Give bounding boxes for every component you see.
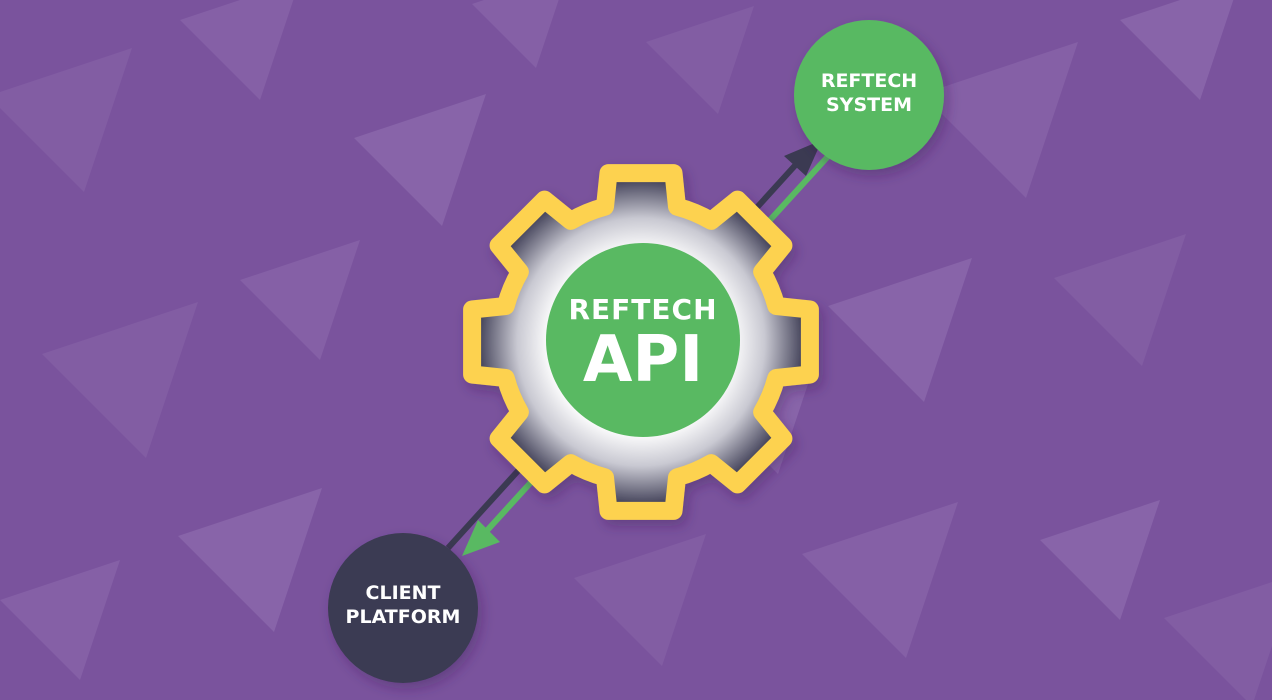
background-arrow-shape	[646, 6, 754, 114]
api-label-line2: API	[582, 323, 704, 397]
background-arrow-shape	[180, 0, 294, 100]
background-arrow-shape	[574, 534, 706, 666]
background-arrow-shape	[0, 560, 120, 680]
background-arrow-shape	[828, 258, 972, 402]
reftech-system-node	[794, 20, 944, 170]
background-arrow-shape	[178, 488, 322, 632]
background-arrow-shape	[1040, 500, 1160, 620]
client-platform-label: CLIENT PLATFORM	[328, 582, 478, 630]
api-label-line1: REFTECH	[568, 293, 718, 326]
background-arrow-shape	[42, 302, 198, 458]
arrow-up-right-icon	[784, 140, 822, 176]
background-arrow-shape	[1054, 234, 1186, 366]
background-arrow-shape	[922, 42, 1078, 198]
reftech-api-label: REFTECH API	[543, 292, 743, 394]
background-arrow-shape	[240, 240, 360, 360]
system-label-line1: REFTECH	[820, 70, 918, 92]
background-arrow-shape	[354, 94, 486, 226]
reftech-system-label: REFTECH SYSTEM	[794, 70, 944, 118]
api-core-circle	[546, 243, 740, 437]
background-arrow-shape	[472, 0, 559, 68]
arrow-down-left-icon	[462, 520, 500, 556]
background-arrow-shape	[1164, 582, 1272, 700]
client-label-line2: PLATFORM	[345, 605, 461, 628]
background-arrow-shape	[802, 502, 958, 658]
system-label-line2: SYSTEM	[826, 93, 912, 116]
client-label-line1: CLIENT	[365, 582, 441, 604]
background-arrow-shape	[0, 48, 132, 192]
client-platform-node	[328, 533, 478, 683]
background-arrow-shape	[1120, 0, 1234, 100]
